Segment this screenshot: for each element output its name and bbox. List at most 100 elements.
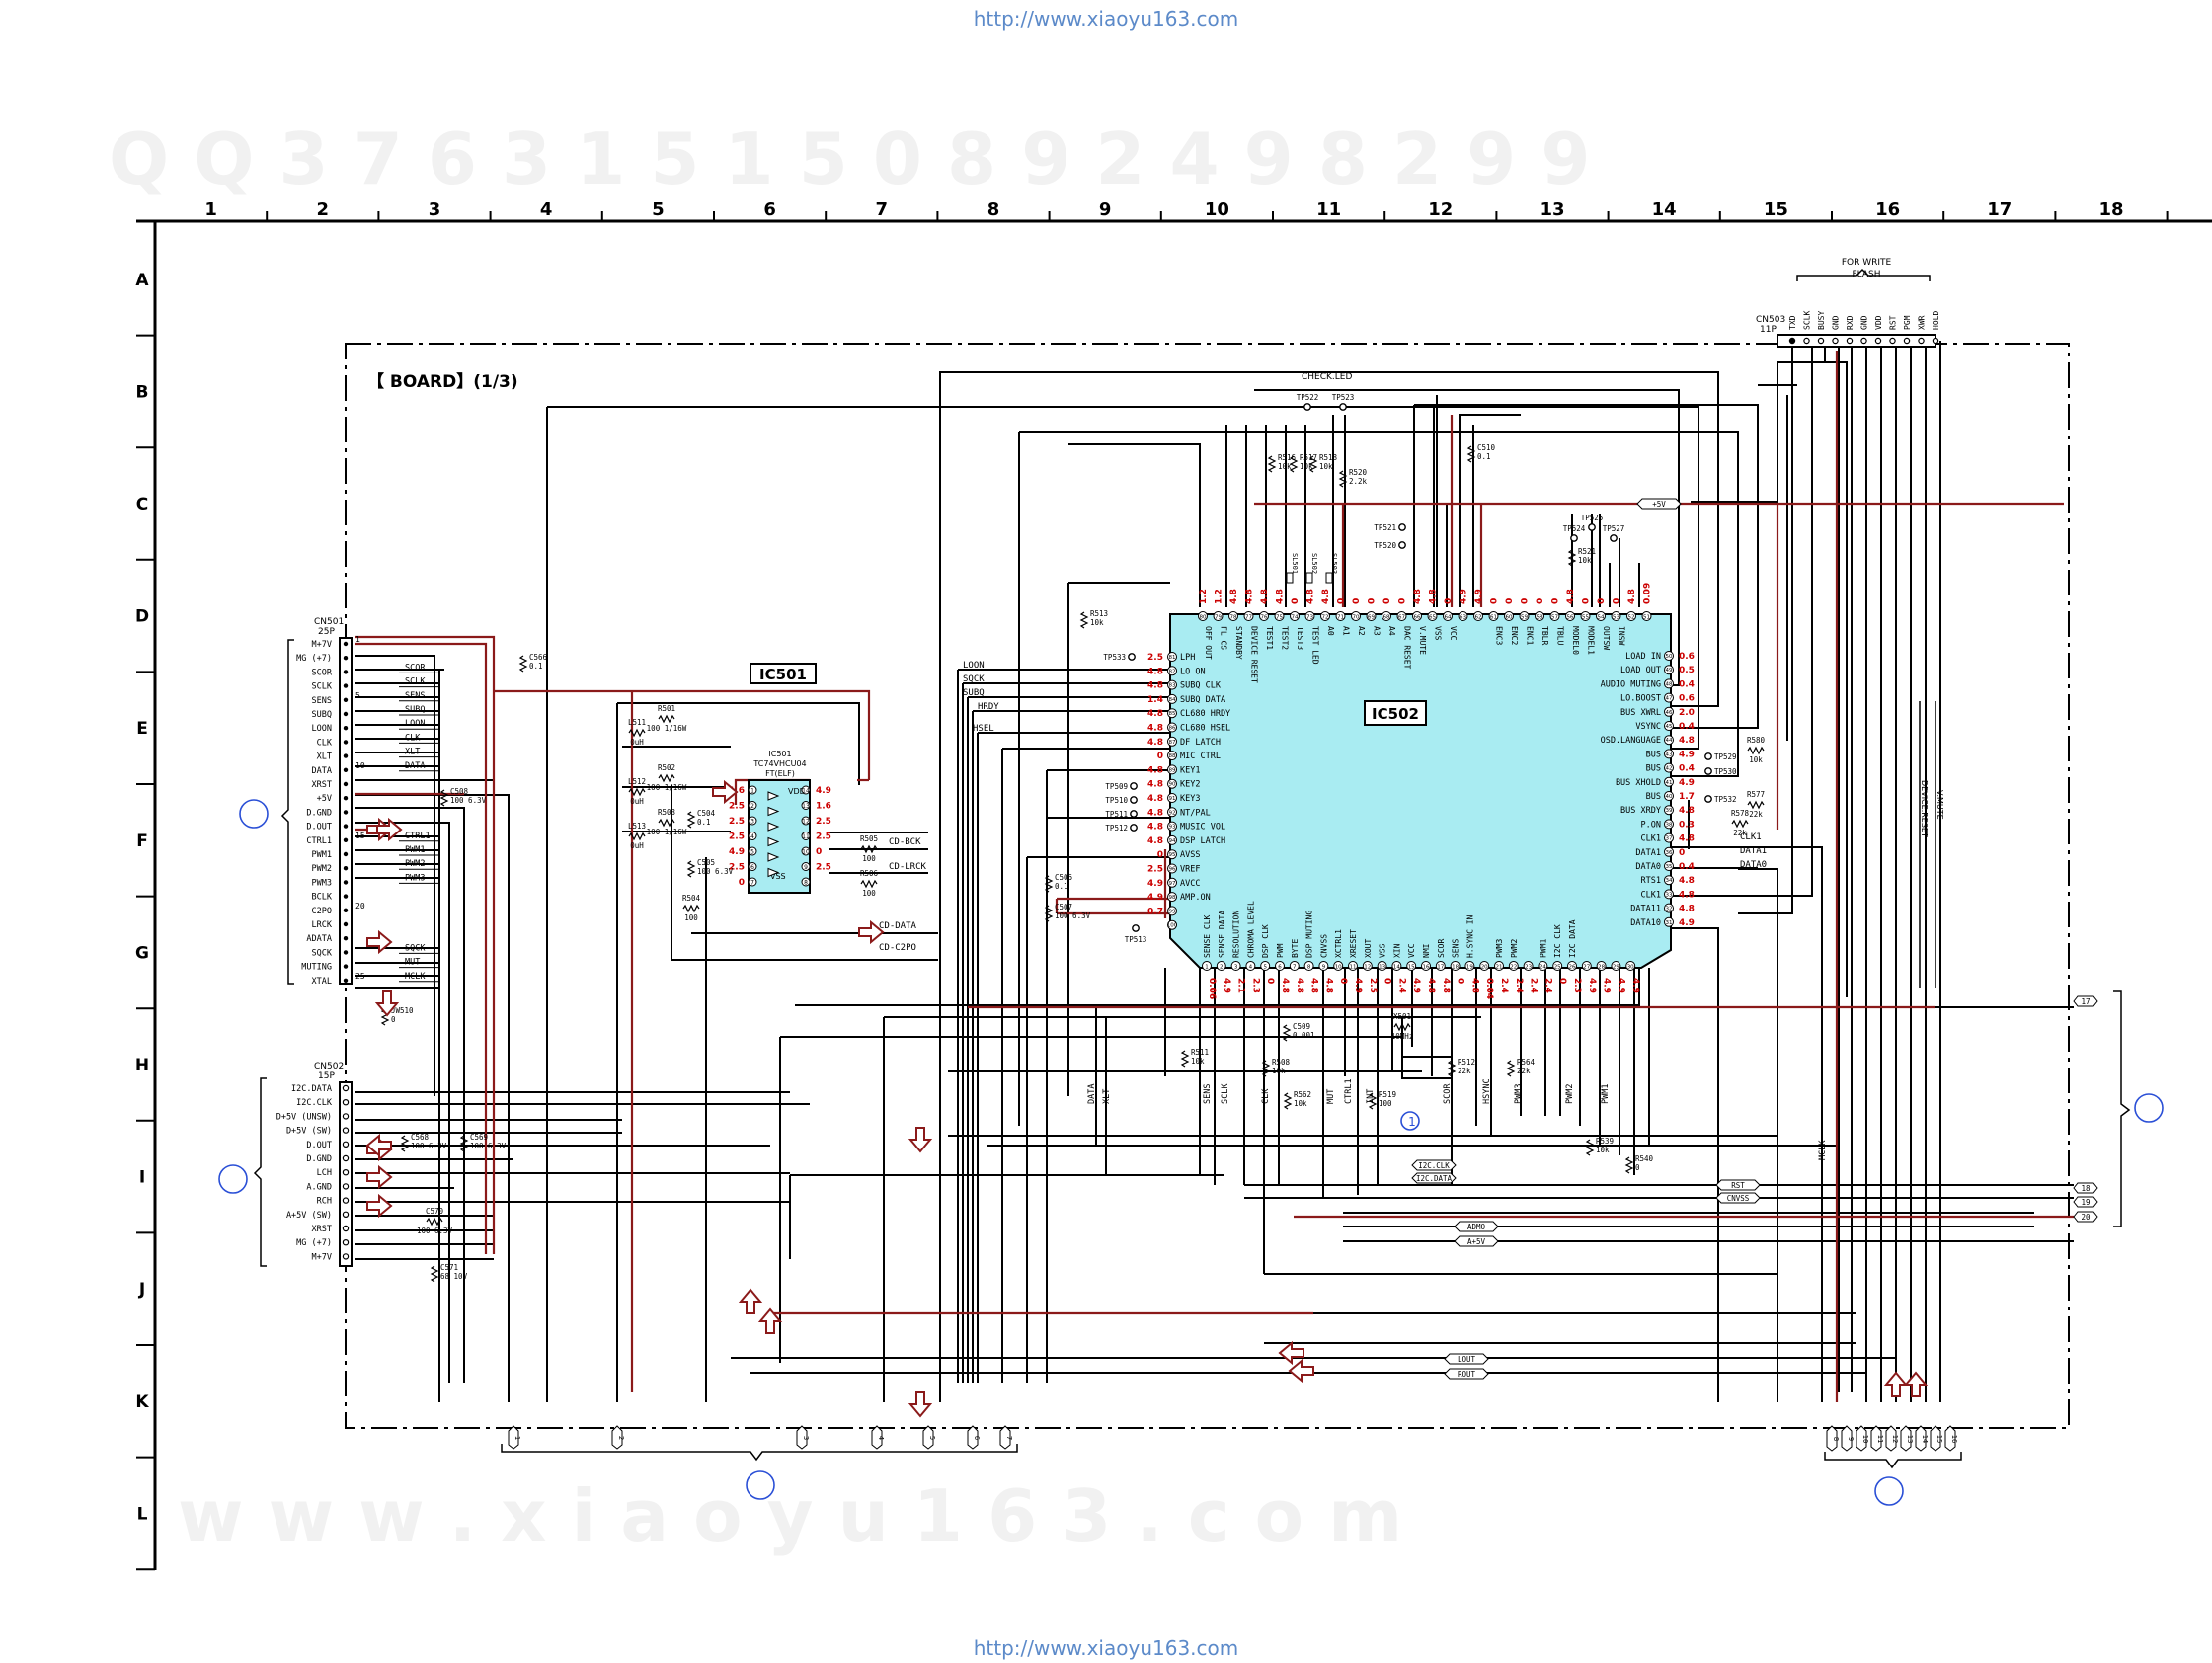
ic502-left-pin-number: 93 bbox=[1169, 825, 1176, 831]
ic502-left-pin-label: LO ON bbox=[1180, 667, 1206, 676]
ic502-top-voltage: 1.2 bbox=[1199, 589, 1209, 604]
testpoint bbox=[1588, 523, 1596, 531]
ic501-left-voltage: 2.5 bbox=[729, 832, 745, 842]
ic502-top-voltage: 0 bbox=[1291, 598, 1301, 604]
ic501-left-voltage: 2.5 bbox=[729, 863, 745, 873]
ic502-bottom-voltage: 0 bbox=[1338, 978, 1348, 984]
connector-ref-tag bbox=[1944, 1425, 1956, 1452]
ic502-bottom-pin-number: 16 bbox=[1423, 965, 1430, 971]
cn503-pin bbox=[1788, 337, 1796, 345]
signal-label: CD-LRCK bbox=[889, 862, 927, 872]
ic502-right-voltage: 0 bbox=[1679, 848, 1685, 858]
ic502-left-pin-number: 82 bbox=[1169, 669, 1176, 674]
bottom-net-label: CLK bbox=[1261, 1088, 1271, 1104]
power-label: I2C.DATA bbox=[1416, 1174, 1453, 1183]
right-connector-ref: 19 bbox=[2081, 1198, 2090, 1207]
ic502-top-pin-label: ENC1 bbox=[1526, 626, 1535, 645]
component-symbol bbox=[1283, 1092, 1293, 1110]
ic501-inverter bbox=[767, 806, 780, 817]
ic502-left-pin bbox=[1167, 679, 1177, 690]
cn501-pin-label: D.OUT bbox=[306, 823, 332, 832]
ic502-top-pin bbox=[1427, 611, 1438, 621]
connector-ref-tag bbox=[508, 1425, 519, 1450]
cn502-type: 15P bbox=[318, 1071, 335, 1081]
ic501-right-pin-number: 14 bbox=[802, 788, 810, 795]
footer-url[interactable]: http://www.xiaoyu163.com bbox=[974, 1636, 1239, 1660]
ic502-left-voltage: 4.8 bbox=[1147, 808, 1163, 818]
ic502-left-pin-number: 89 bbox=[1169, 767, 1176, 773]
board-title: 【 BOARD】(1/3) bbox=[367, 371, 518, 392]
component-value: 10k bbox=[1090, 618, 1104, 627]
ic502-right-pin bbox=[1664, 846, 1674, 857]
ic502-left-pin bbox=[1167, 764, 1177, 775]
cn501-pin bbox=[343, 936, 349, 941]
ic502-top-pin-number: 55 bbox=[1582, 615, 1589, 621]
ic502-bottom-pin bbox=[1494, 961, 1504, 971]
ic502-right-voltage: 0.4 bbox=[1679, 722, 1695, 732]
testpoint bbox=[1704, 752, 1712, 760]
component-symbol bbox=[1368, 1092, 1378, 1110]
ic501-left-pin bbox=[748, 877, 757, 887]
component-value: 22k bbox=[1517, 1067, 1531, 1075]
component-ref: JW510 bbox=[391, 1006, 414, 1015]
component-symbol bbox=[1289, 455, 1299, 473]
ic502-bottom-pin-label: XRESET bbox=[1349, 929, 1358, 958]
ic502-right-pin bbox=[1664, 651, 1674, 661]
ic502-left-pin bbox=[1167, 666, 1177, 676]
component-symbol bbox=[1338, 470, 1348, 488]
ic502-right-pin-number: 38 bbox=[1666, 822, 1673, 828]
component-ref: R508 bbox=[1272, 1058, 1291, 1067]
row-label: I bbox=[139, 1168, 145, 1188]
component-value: 22k bbox=[1733, 829, 1747, 837]
marker-1-label: 1 bbox=[1408, 1115, 1416, 1129]
ic502-bottom-pin bbox=[1348, 961, 1358, 971]
circle-marker bbox=[2134, 1093, 2164, 1123]
power-label: RST bbox=[1731, 1181, 1745, 1190]
component-symbol bbox=[1747, 800, 1765, 810]
cn501-pin-label: SCLK bbox=[312, 682, 333, 692]
bottom-net-label: MUT bbox=[1326, 1089, 1336, 1104]
ic502-top-voltage: 0 bbox=[1352, 598, 1362, 604]
flow-arrows bbox=[365, 779, 1929, 1418]
ic502-bottom-pin-number: 14 bbox=[1393, 965, 1400, 971]
component-value: 10k bbox=[1294, 1099, 1307, 1108]
connector-ref-tag bbox=[1841, 1425, 1853, 1452]
ic502-right-voltage: 4.9 bbox=[1679, 778, 1695, 788]
component-symbol bbox=[860, 844, 878, 854]
cn502-pin bbox=[342, 1084, 350, 1092]
ic502-bottom-pin-number: 13 bbox=[1379, 965, 1385, 971]
cn502-pin bbox=[342, 1183, 350, 1190]
ic502-top-pin-number: 76 bbox=[1261, 615, 1268, 621]
component-symbol bbox=[1506, 1060, 1516, 1077]
component-symbol bbox=[1567, 549, 1577, 567]
ic501-vdd: VDD bbox=[788, 787, 806, 796]
component-ref: R511 bbox=[1191, 1048, 1209, 1057]
header-url[interactable]: http://www.xiaoyu163.com bbox=[974, 7, 1239, 31]
ic502-left-pin-number: 86 bbox=[1169, 726, 1176, 732]
ic502-right-pin-number: 32 bbox=[1666, 907, 1673, 912]
ic502-bottom-pin bbox=[1362, 961, 1373, 971]
ic501-vss: VSS bbox=[770, 872, 786, 881]
ferrite-label: SL503 bbox=[1330, 553, 1338, 574]
ic502-right-pin bbox=[1664, 916, 1674, 927]
ic502-right-pin-number: 36 bbox=[1666, 850, 1673, 856]
ic502-left-voltage: 0 bbox=[1157, 850, 1163, 860]
ferrite-symbol bbox=[1305, 572, 1313, 584]
ic502-top-voltage: 4.8 bbox=[1306, 589, 1316, 604]
cn501-pin-label: CTRL1 bbox=[306, 836, 332, 846]
cn501-pin bbox=[343, 753, 349, 758]
ic501-left-pin-number: 3 bbox=[750, 819, 754, 826]
connector-ref-tag bbox=[2073, 995, 2098, 1007]
component-value: 10k bbox=[1278, 462, 1292, 471]
ic501-right-voltage: 2.5 bbox=[816, 832, 831, 842]
ic502-bottom-voltage: 4.8 bbox=[1323, 978, 1333, 993]
ic502-left-voltage: 2.5 bbox=[1147, 865, 1163, 875]
ic502-right-pin bbox=[1664, 889, 1674, 900]
ic502-right-pin-label: AUDIO MUTING bbox=[1601, 679, 1661, 689]
ic502-bottom-pin-label: CHROMA LEVEL bbox=[1246, 901, 1255, 958]
ic502-top-pin bbox=[1198, 611, 1208, 621]
ic502-top-pin-label: A3 bbox=[1373, 626, 1382, 636]
testpoint-label: TP509 bbox=[1105, 782, 1128, 791]
ic502-bottom-pin-number: 4 bbox=[1249, 965, 1253, 971]
ic502-top-pin bbox=[1366, 611, 1377, 621]
